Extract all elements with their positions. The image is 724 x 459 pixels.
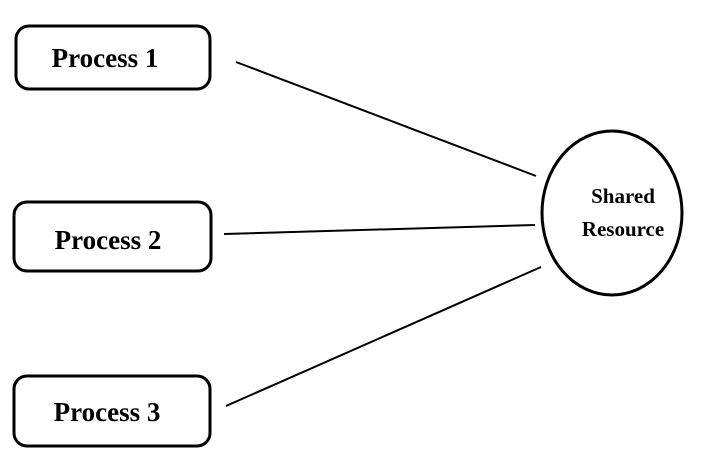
process-label-1: Process 1: [52, 43, 159, 73]
process-box-3: [12, 374, 212, 448]
connector-process-1-to-resource: [235, 61, 537, 177]
process-label-2: Process 2: [55, 225, 162, 255]
shared-resource-label-line1: Shared: [591, 184, 655, 208]
process-node-2: Process 2: [12, 200, 213, 273]
shared-resource-label-line2: Resource: [582, 217, 664, 241]
connector-process-2-to-resource: [223, 224, 536, 235]
shared-resource-node: Shared Resource: [540, 129, 684, 297]
process-node-1: Process 1: [14, 24, 212, 91]
process-label-3: Process 3: [54, 397, 161, 427]
shared-resource-circle: [540, 129, 684, 297]
connector-process-3-to-resource: [225, 266, 542, 407]
process-node-3: Process 3: [12, 374, 212, 448]
process-box-2: [12, 200, 213, 273]
process-box-1: [14, 24, 212, 91]
